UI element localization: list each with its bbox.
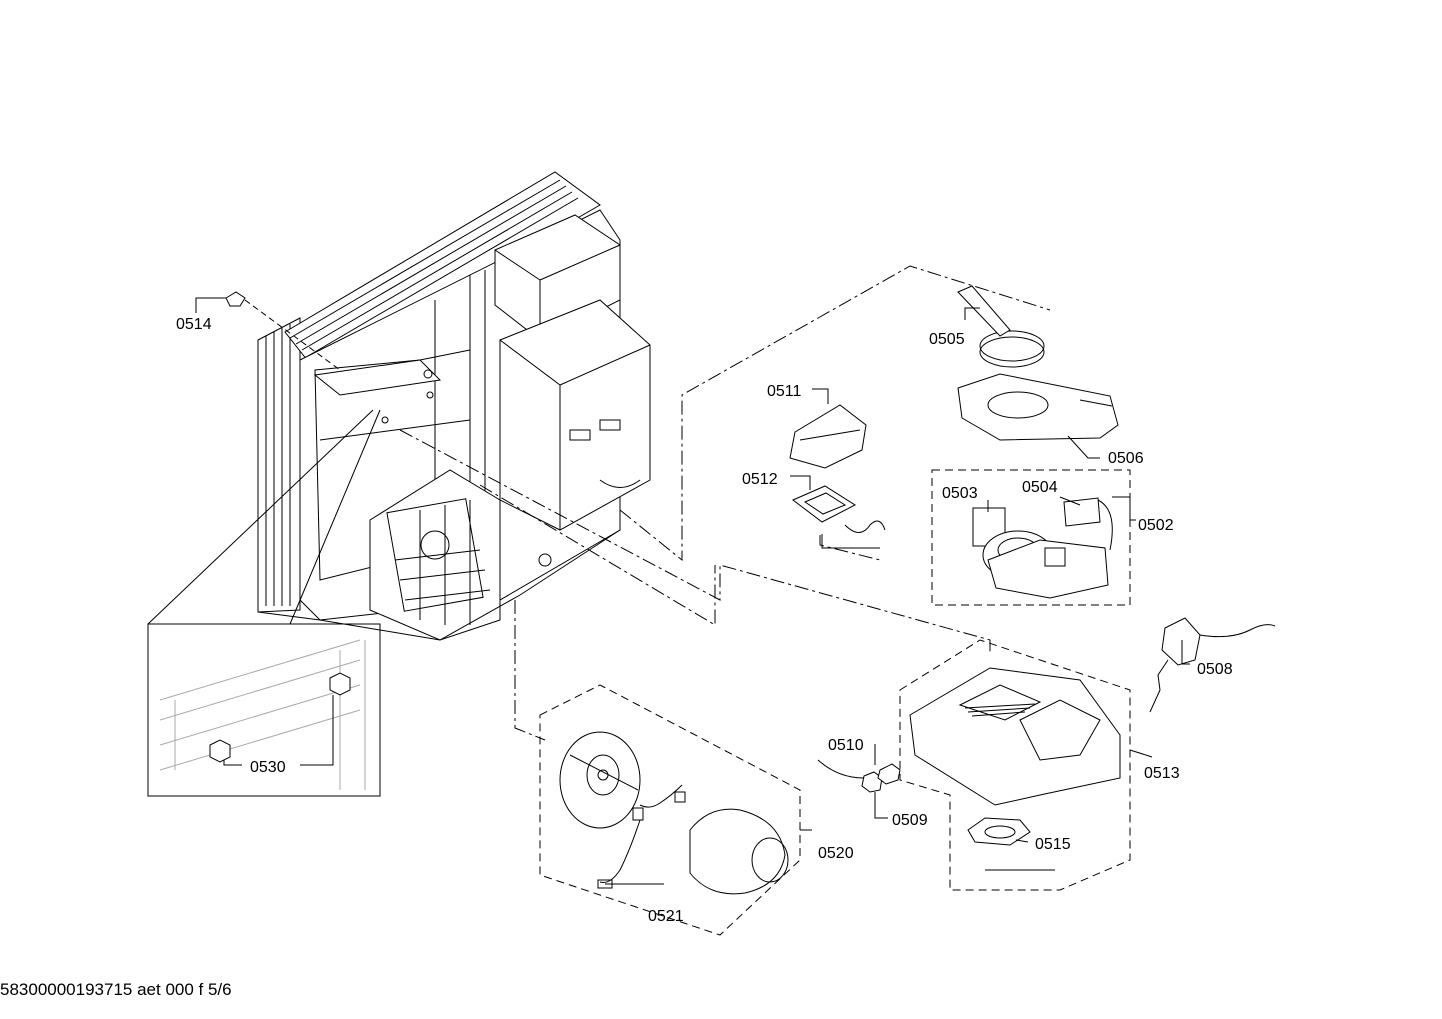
assembly-lines [400, 266, 1050, 740]
group-0520-boundary [540, 685, 800, 935]
label-0505: 0505 [929, 331, 965, 348]
part-0513-base-tray [910, 668, 1120, 805]
part-0512-fan [793, 486, 885, 533]
detail-inset [148, 410, 380, 796]
label-0515: 0515 [1035, 836, 1071, 853]
label-0509: 0509 [892, 812, 928, 829]
label-0510: 0510 [828, 737, 864, 754]
part-0506-cover [958, 374, 1118, 440]
label-0512: 0512 [742, 471, 778, 488]
part-0511-duct [790, 405, 866, 468]
label-0521: 0521 [648, 908, 684, 925]
part-0521-wiring [598, 785, 685, 888]
part-0505-ring [958, 286, 1044, 367]
main-housing [258, 172, 650, 640]
label-0520: 0520 [818, 845, 854, 862]
group-0502-boundary [932, 470, 1130, 605]
label-0508: 0508 [1197, 661, 1233, 678]
label-0514: 0514 [176, 316, 212, 333]
part-0502-motor-housing [983, 531, 1108, 598]
label-0513: 0513 [1144, 765, 1180, 782]
part-0509-plug [862, 772, 882, 792]
label-0511: 0511 [767, 383, 802, 400]
part-0514-clip [226, 292, 340, 370]
part-labels: 0514 0505 0506 0503 0504 0502 0511 0512 … [176, 316, 1233, 925]
part-0508-switch [1150, 618, 1275, 712]
leader-lines [196, 298, 1190, 884]
label-0503: 0503 [942, 485, 978, 502]
group-0513-boundary [900, 640, 1130, 890]
part-0510-sensor [818, 760, 900, 784]
part-0520-fan-housing-front [560, 732, 640, 828]
label-0504: 0504 [1022, 479, 1058, 496]
document-footer-code: 58300000193715 aet 000 f 5/6 [0, 980, 232, 999]
part-0520-fan-housing-rear [690, 809, 788, 894]
label-0502: 0502 [1138, 517, 1174, 534]
part-0515-clip [968, 818, 1030, 845]
part-0504-connector [1064, 498, 1112, 550]
label-0530: 0530 [250, 759, 286, 776]
label-0506: 0506 [1108, 450, 1144, 467]
